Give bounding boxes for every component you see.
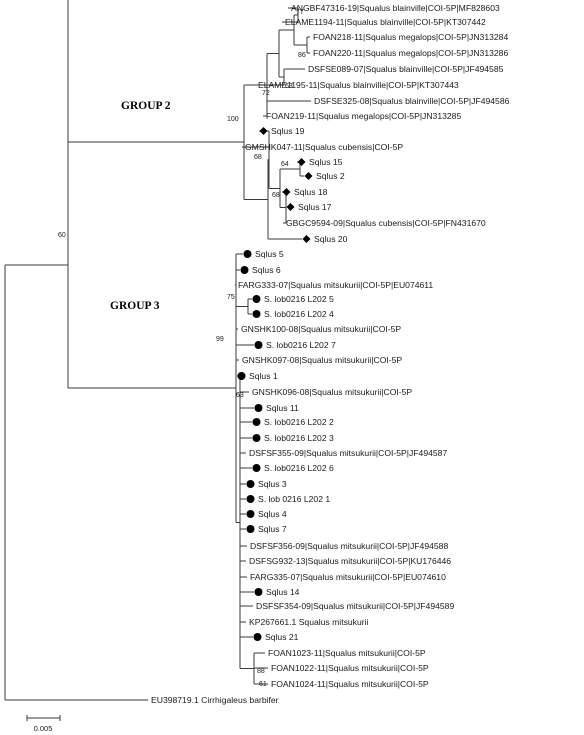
tip-label: FOAN219-11|Squalus megalops|COI-5P|JN313… xyxy=(266,111,461,121)
tip-marker-circle xyxy=(246,525,255,533)
bootstrap-value: 60 xyxy=(58,232,66,239)
tip-label: S. lob0216 L202 5 xyxy=(264,294,334,304)
tip-label: GNSHK100-08|Squalus mitsukurii|COI-5P xyxy=(241,324,401,334)
tip-label: ELAME1195-11|Squalus blainville|COI-5P|K… xyxy=(258,80,459,90)
bootstrap-value: 86 xyxy=(298,52,306,59)
tip-label: S. lob0216 L202 2 xyxy=(264,417,334,427)
bootstrap-value: 75 xyxy=(227,294,235,301)
tip-label: FOAN220-11|Squalus megalops|COI-5P|JN313… xyxy=(313,48,508,58)
tip-label: Sqlus 7 xyxy=(258,524,287,534)
tip-marker-circle xyxy=(246,480,255,488)
tip-marker-circle xyxy=(237,372,246,380)
group-3-label: GROUP 3 xyxy=(110,300,160,312)
tip-label: S. lob 0216 L202 1 xyxy=(258,494,330,504)
tip-marker-circle xyxy=(254,341,263,349)
tip-label: Sqlus 15 xyxy=(309,157,343,167)
bootstrap-value: 72 xyxy=(262,90,270,97)
tip-marker-circle xyxy=(246,510,255,518)
tip-label: GNSHK097-08|Squalus mitsukurii|COI-5P xyxy=(242,355,402,365)
tip-labels: ANGBF47316-19|Squalus blainville|COI-5P|… xyxy=(151,3,510,705)
tip-label: GNSHK096-08|Squalus mitsukurii|COI-5P xyxy=(252,387,412,397)
bootstrap-value: 77 xyxy=(296,9,304,16)
bootstrap-value: 68 xyxy=(254,154,262,161)
tip-marker-diamond xyxy=(286,203,295,211)
tip-marker-circle xyxy=(240,266,249,274)
bootstrap-value: 64 xyxy=(281,161,289,168)
tip-label: DSFSF356-09|Squalus mitsukurii|COI-5P|JF… xyxy=(250,541,448,551)
tip-marker-diamond xyxy=(304,172,313,180)
tip-label: Sqlus 11 xyxy=(266,403,299,413)
tip-marker-circle xyxy=(254,588,263,596)
tip-label: ELAME1194-11|Squalus blainville|COI-5P|K… xyxy=(285,17,486,27)
tip-label: Sqlus 3 xyxy=(258,479,287,489)
bootstrap-value: 88 xyxy=(257,668,265,675)
scale-bar-label: 0.005 xyxy=(34,724,53,733)
tip-marker-diamond xyxy=(259,127,268,135)
tip-label: FOAN1022-11|Squalus mitsukurii|COI-5P xyxy=(271,663,429,673)
tip-label: Sqlus 21 xyxy=(265,632,299,642)
bootstrap-value: 68 xyxy=(272,192,280,199)
tip-label: DSFSE325-08|Squalus blainville|COI-5P|JF… xyxy=(314,96,510,106)
bootstrap-value: 63 xyxy=(285,83,293,90)
tip-label: DSFSE089-07|Squalus blainville|COI-5P|JF… xyxy=(308,64,504,74)
tip-label: DSFSF355-09|Squalus mitsukurii|COI-5P|JF… xyxy=(249,448,447,458)
tip-marker-circle xyxy=(252,464,261,472)
tip-label: Sqlus 4 xyxy=(258,509,287,519)
tip-marker-diamond xyxy=(302,235,311,243)
tip-label: Sqlus 19 xyxy=(271,126,305,136)
tip-marker-circle xyxy=(254,404,263,412)
tip-label: Sqlus 5 xyxy=(255,249,284,259)
tip-marker-circle xyxy=(252,310,261,318)
tip-label: Sqlus 14 xyxy=(266,587,300,597)
tip-marker-circle xyxy=(252,418,261,426)
tip-label: S. lob0216 L202 6 xyxy=(264,463,334,473)
tip-marker-diamond xyxy=(282,188,291,196)
bootstrap-values: 77 86 63 72 100 64 68 68 60 75 99 63 88 … xyxy=(58,9,306,688)
tip-label: FOAN218-11|Squalus megalops|COI-5P|JN313… xyxy=(313,32,508,42)
tip-label: FARG335-07|Squalus mitsukurii|COI-5P|EU0… xyxy=(250,572,446,582)
tip-label: KP267661.1 Squalus mitsukurii xyxy=(249,617,369,627)
bootstrap-value: 99 xyxy=(216,336,224,343)
tip-label: DSFSF354-09|Squalus mitsukurii|COI-5P|JF… xyxy=(256,601,454,611)
bootstrap-value: 61 xyxy=(259,681,267,688)
tip-marker-circle xyxy=(252,434,261,442)
tip-label: DSFSG932-13|Squalus mitsukurii|COI-5P|KU… xyxy=(249,556,451,566)
tip-marker-circle xyxy=(252,295,261,303)
tip-label: GBGC9594-09|Squalus cubensis|COI-5P|FN43… xyxy=(286,218,486,228)
tip-markers xyxy=(237,127,313,641)
tip-label: FOAN1023-11|Squalus mitsukurii|COI-5P xyxy=(268,648,426,658)
tip-label: ANGBF47316-19|Squalus blainville|COI-5P|… xyxy=(291,3,500,13)
tip-label: EU398719.1 Cirrhigaleus barbifer xyxy=(151,695,279,705)
bootstrap-value: 100 xyxy=(227,116,239,123)
tip-label: Sqlus 20 xyxy=(314,234,348,244)
tip-label: S. lob0216 L202 7 xyxy=(266,340,336,350)
bootstrap-value: 63 xyxy=(236,392,244,399)
tip-label: S. lob0216 L202 4 xyxy=(264,309,334,319)
tip-label: FARG333-07|Squalus mitsukurii|COI-5P|EU0… xyxy=(238,280,433,290)
tip-label: Sqlus 1 xyxy=(249,371,278,381)
tip-label: Sqlus 2 xyxy=(316,171,345,181)
tip-label: FOAN1024-11|Squalus mitsukurii|COI-5P xyxy=(271,679,429,689)
group-2-label: GROUP 2 xyxy=(121,100,171,112)
tip-label: S. lob0216 L202 3 xyxy=(264,433,334,443)
tip-marker-circle xyxy=(253,633,262,641)
tip-label: GMSHK047-11|Squalus cubensis|COI-5P xyxy=(245,142,403,152)
tip-label: Sqlus 6 xyxy=(252,265,281,275)
tip-marker-circle xyxy=(243,250,252,258)
tip-label: Sqlus 17 xyxy=(298,202,332,212)
tip-marker-circle xyxy=(246,495,255,503)
tip-marker-diamond xyxy=(297,158,306,166)
tip-label: Sqlus 18 xyxy=(294,187,328,197)
tree-branches xyxy=(4,0,311,701)
scale-bar: 0.005 xyxy=(26,715,61,733)
